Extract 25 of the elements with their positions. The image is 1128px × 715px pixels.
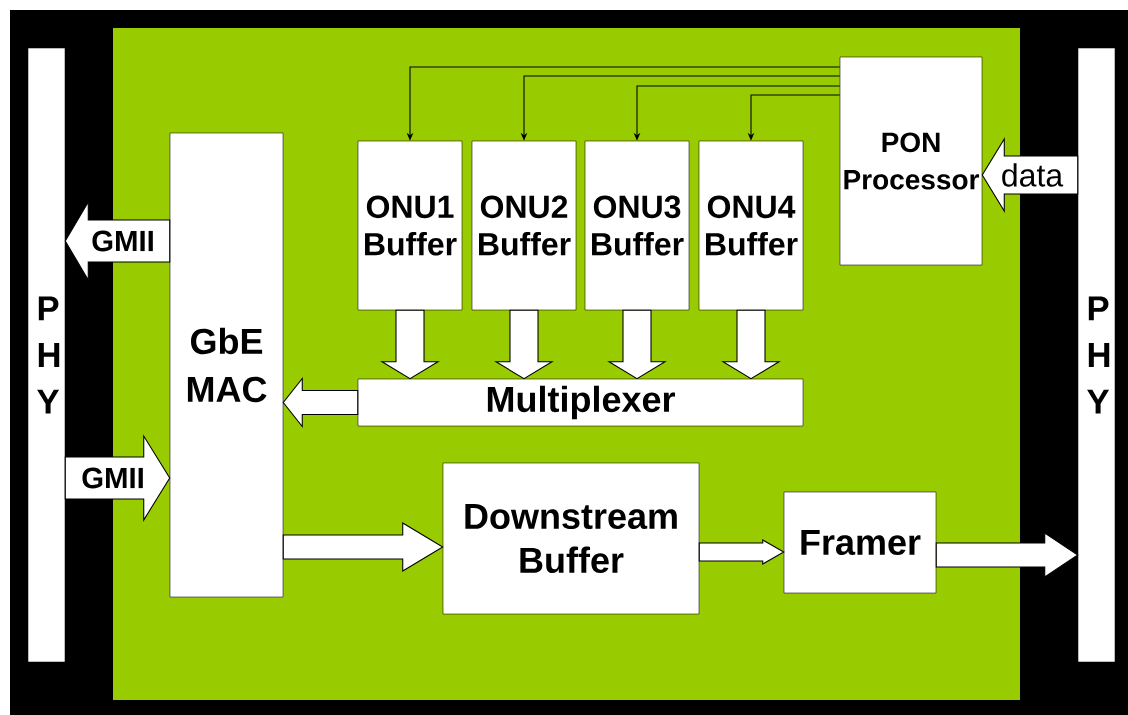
block-arrow [981, 137, 1079, 213]
block-arrow [494, 309, 554, 380]
multiplexer-block: Multiplexer [357, 378, 804, 427]
edge-label: GMII [92, 230, 153, 252]
edge-label: GMII [82, 467, 143, 489]
framer-block: Framer [783, 491, 937, 594]
block-arrow [64, 200, 171, 282]
buffer-block: ONU1 Buffer [357, 140, 463, 311]
buffer-block: ONU2 Buffer [471, 140, 577, 311]
phy-bar: P H Y [1077, 47, 1116, 663]
block-arrow [607, 309, 667, 380]
buffer-block: Downstream Buffer [442, 462, 700, 615]
block-arrow [64, 434, 171, 522]
mac-block: GbE MAC [169, 132, 284, 598]
buffer-block: ONU4 Buffer [698, 140, 804, 311]
block-arrow [935, 532, 1079, 578]
edge-label: data [1002, 163, 1064, 187]
block-arrow [282, 376, 359, 429]
block-arrow [721, 309, 781, 380]
buffer-block: ONU3 Buffer [584, 140, 690, 311]
block-arrow [380, 309, 440, 380]
processor-block: PON Processor [839, 56, 983, 266]
block-arrow [282, 522, 444, 572]
block-arrow [698, 539, 785, 565]
phy-bar: P H Y [27, 47, 66, 663]
